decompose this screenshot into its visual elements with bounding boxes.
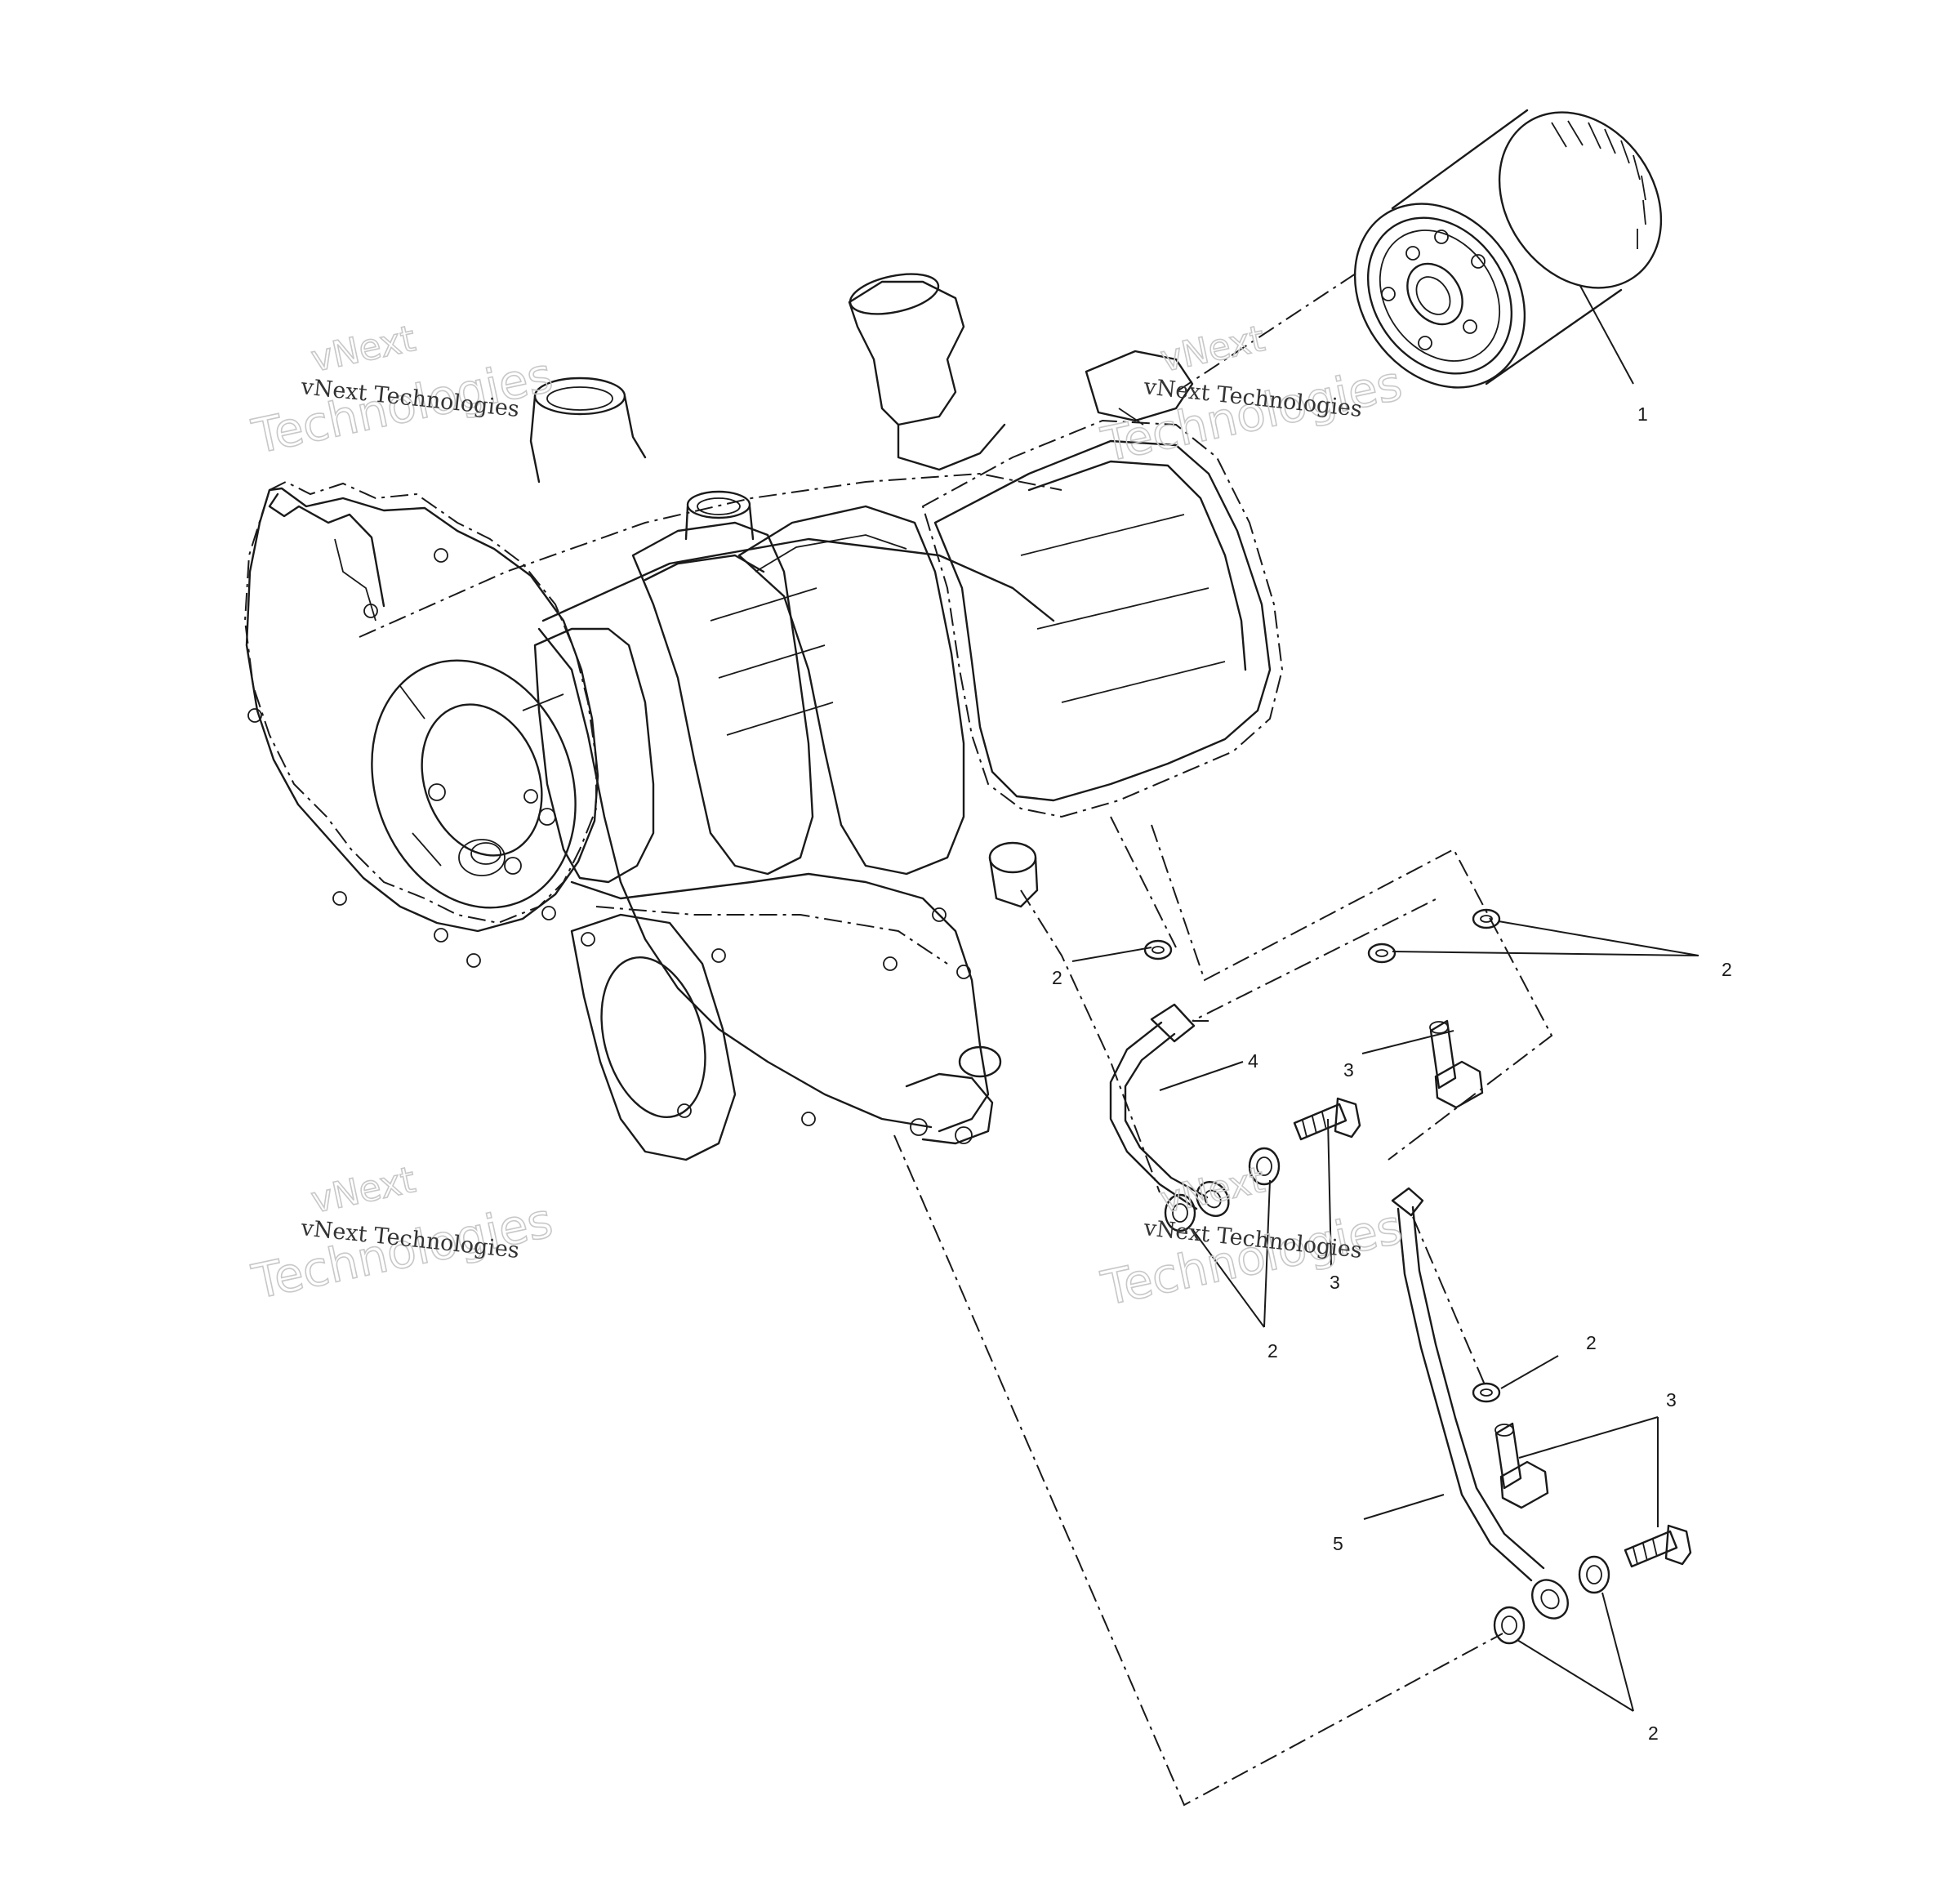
assembly-centerlines	[893, 273, 1553, 1807]
oil-filter-part-1	[1353, 109, 1663, 389]
callout-3: 3	[1343, 1059, 1354, 1081]
callout-numbers: 1 2 2 2 2 2 3 3 3 4 5	[1052, 403, 1732, 1744]
svg-text:vNext: vNext	[308, 318, 419, 381]
callout-3: 3	[1666, 1389, 1677, 1410]
banjo-bolts-part-3	[1293, 1019, 1692, 1568]
callout-2: 2	[1722, 959, 1732, 980]
callout-5: 5	[1333, 1533, 1343, 1554]
callout-3: 3	[1330, 1272, 1340, 1293]
engine-crankcase	[243, 273, 1284, 1161]
callout-1: 1	[1637, 403, 1648, 425]
callout-4: 4	[1248, 1050, 1258, 1072]
callout-2: 2	[1052, 967, 1062, 988]
oil-line-part-5	[1391, 1187, 1569, 1620]
callout-2: 2	[1267, 1340, 1278, 1361]
callout-2: 2	[1648, 1722, 1659, 1744]
leader-lines	[1071, 285, 1699, 1712]
svg-text:vNext: vNext	[1157, 318, 1268, 381]
svg-text:vNext: vNext	[308, 1159, 419, 1222]
svg-text:vNext: vNext	[1157, 1159, 1268, 1222]
watermarks: vNext Technologies vNext Technologies vN…	[247, 317, 1407, 1317]
oil-line-part-4	[1109, 1003, 1230, 1217]
callout-2: 2	[1586, 1332, 1597, 1353]
